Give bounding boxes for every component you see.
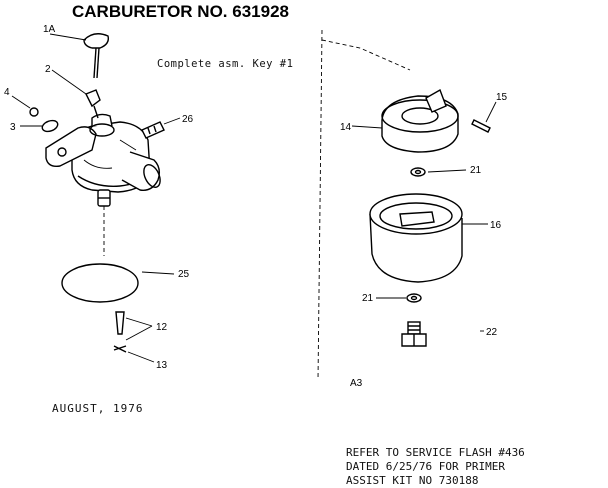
callout-21-top: 21 — [470, 165, 482, 176]
part-15-pin: 15 — [471, 92, 508, 133]
part-2-valve: 2 — [45, 64, 101, 119]
callout-21-bottom: 21 — [362, 293, 374, 304]
diagram-date: AUGUST, 1976 — [52, 402, 143, 415]
separator-line — [317, 29, 323, 381]
diagram-title: CARBURETOR NO. 631928 — [72, 2, 289, 21]
callout-2: 2 — [45, 64, 51, 75]
callout-1a: 1A — [43, 24, 56, 35]
callout-26-left: 26 — [182, 114, 194, 125]
carburetor-body — [45, 113, 161, 207]
part-3-gasket: 3 — [10, 119, 59, 133]
callout-25: 25 — [178, 269, 190, 280]
diagram-subtitle: Complete asm. Key #1 — [157, 58, 293, 70]
callout-15: 15 — [496, 92, 508, 103]
part-25-o-ring: 25 — [61, 263, 190, 303]
callout-3: 3 — [10, 122, 16, 133]
part-26-screw: 26 — [141, 114, 194, 139]
sheet-id: A3 — [350, 378, 363, 389]
part-22-bowl-nut: 22 — [401, 321, 498, 347]
callout-12: 12 — [156, 322, 168, 333]
service-note-line-3: ASSIST KIT NO 730188 — [346, 474, 478, 487]
part-1a-primer: 1A — [43, 24, 110, 79]
part-21-washer-top: 21 — [410, 165, 482, 177]
callout-16: 16 — [490, 220, 502, 231]
part-14-float: 14 — [340, 88, 459, 153]
service-note-line-2: DATED 6/25/76 FOR PRIMER — [346, 460, 505, 473]
callout-22: 22 — [486, 327, 498, 338]
callout-4: 4 — [4, 87, 10, 98]
part-12-needle: 12 — [115, 311, 168, 341]
part-4-screw: 4 — [4, 87, 39, 117]
part-21-washer-bottom: 21 — [362, 293, 422, 304]
callout-14: 14 — [340, 122, 352, 133]
asm-leader — [321, 39, 411, 71]
part-13-clip: 13 — [113, 345, 168, 371]
service-note-line-1: REFER TO SERVICE FLASH #436 — [346, 446, 525, 459]
part-16-float-bowl: 16 — [369, 193, 502, 283]
callout-13: 13 — [156, 360, 168, 371]
